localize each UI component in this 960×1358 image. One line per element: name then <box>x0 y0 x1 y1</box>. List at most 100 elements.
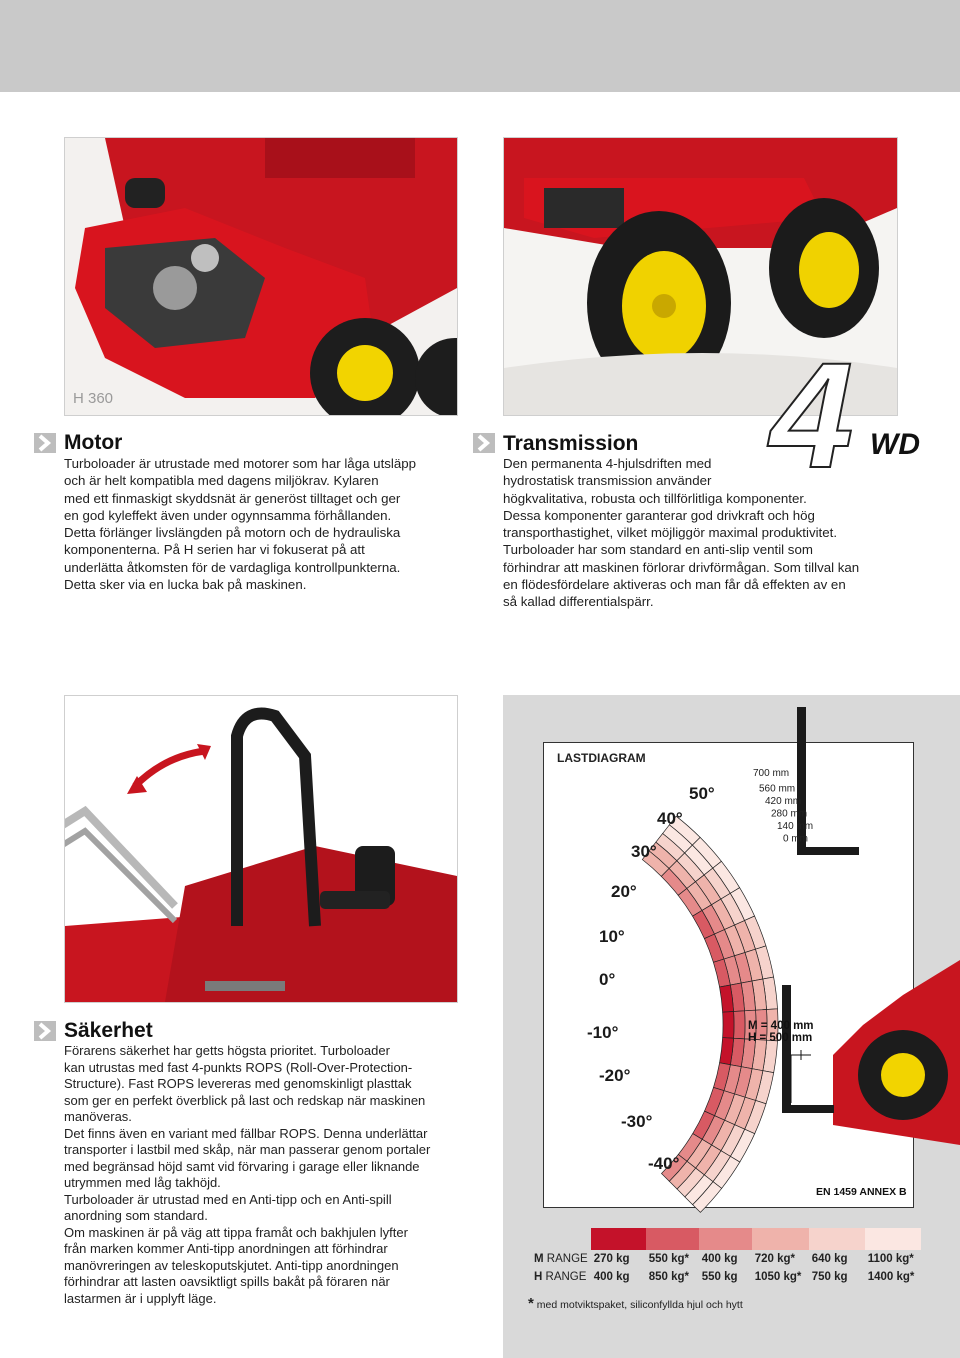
badge-number: 4 <box>769 331 854 499</box>
text-line: hydrostatisk transmission använder <box>503 473 712 489</box>
swatch-color-3 <box>698 1228 752 1250</box>
standard-label: EN 1459 ANNEX B <box>816 1186 907 1198</box>
range-value: 400 kg <box>593 1271 630 1283</box>
motor-body: Turboloader är utrustade med motorer som… <box>64 455 464 593</box>
range-letter: M <box>534 1253 544 1265</box>
range-value: 400 kg <box>701 1253 738 1265</box>
distance-label: 0 mm <box>783 834 808 845</box>
range-value: 640 kg <box>811 1253 848 1265</box>
swatch-color-2 <box>645 1228 699 1250</box>
text-line: Structure). Fast ROPS levereras med geno… <box>64 1076 412 1091</box>
angle-label: 20° <box>611 882 637 901</box>
range-value: 750 kg <box>811 1271 848 1283</box>
text-line: lastarmen är i upplyft läge. <box>64 1290 217 1306</box>
range-value: 720 kg* <box>754 1253 795 1265</box>
rops-photo <box>64 695 458 1003</box>
distance-label: 140 mm <box>777 821 813 832</box>
motor-heading: Motor <box>64 431 123 454</box>
distance-label: 280 mm <box>771 809 807 820</box>
range-row-m: M RANGE 270 kg 550 kg* 400 kg 720 kg* 64… <box>531 1250 921 1268</box>
chevron-right-icon <box>34 433 56 453</box>
text-line: och är helt kompatibla med dagens miljök… <box>64 473 379 489</box>
range-label: H RANGE <box>531 1268 591 1286</box>
chevron-right-icon <box>473 433 495 453</box>
range-label: M RANGE <box>531 1250 591 1268</box>
range-table: M RANGE 270 kg 550 kg* 400 kg 720 kg* 64… <box>531 1228 921 1286</box>
distance-label: 700 mm <box>753 768 789 779</box>
range-value: 550 kg* <box>648 1253 689 1265</box>
load-zone-cell <box>733 1010 746 1040</box>
footnote: * med motviktspaket, siliconfyllda hjul … <box>528 1295 743 1312</box>
text-line: en flödesfördelare aktiveras och man får… <box>503 577 846 593</box>
load-diagram-title: LASTDIAGRAM <box>557 751 646 765</box>
range-letter: H <box>534 1271 543 1283</box>
text-line: en god kyleffekt även under ogynnsamma f… <box>64 507 392 523</box>
chevron-right-icon <box>34 1021 56 1041</box>
range-word: RANGE <box>543 1253 588 1265</box>
text-line: Turboloader har som standard en anti-sli… <box>503 542 813 558</box>
range-value: 550 kg <box>701 1271 738 1283</box>
swatch-color-6 <box>864 1228 921 1250</box>
swatch-color-1 <box>590 1228 646 1250</box>
text-line: förhindrar att lasten oavsiktligt spills… <box>64 1274 390 1289</box>
angle-label: -30° <box>621 1112 653 1131</box>
text-line: underlätta åtkomsten för de vardagliga k… <box>64 559 401 575</box>
text-line: komponenterna. På H serien har vi fokuse… <box>64 542 365 558</box>
text-line: Turboloader är utrustad med en Anti-tipp… <box>64 1191 392 1207</box>
fork-top <box>797 707 859 855</box>
text-line: Turboloader är utrustade med motorer som… <box>64 456 417 471</box>
text-line: som ger en perfekt överblick på last och… <box>64 1092 426 1108</box>
badge-text: WD <box>870 428 920 461</box>
angle-label: -20° <box>599 1066 631 1085</box>
wheels-photo <box>503 137 898 416</box>
text-line: Den permanenta 4-hjulsdriften med <box>503 456 712 471</box>
text-line: Förarens säkerhet har getts högsta prior… <box>64 1043 390 1058</box>
angle-label: 0° <box>599 970 615 989</box>
engine-photo: H 360 <box>64 137 458 416</box>
range-value: 270 kg <box>593 1253 630 1265</box>
angle-label: 10° <box>599 927 625 946</box>
transmission-heading: Transmission <box>503 432 639 455</box>
load-zone-cell <box>660 1154 688 1182</box>
m-value: M = 400 mm <box>748 1020 814 1032</box>
4wd-badge: 4 WD <box>769 339 930 491</box>
dimension-marker <box>790 1050 811 1103</box>
angle-label: -40° <box>648 1154 680 1173</box>
text-line: transporthastighet, vilket möjliggör max… <box>503 525 838 541</box>
sakerhet-body: Förarens säkerhet har getts högsta prior… <box>64 1043 489 1307</box>
text-line: så kallad differentialspärr. <box>503 594 654 610</box>
text-line: Om maskinen är på väg att tippa framåt o… <box>64 1224 408 1240</box>
text-line: kan utrustas med fast 4-punkts ROPS (Rol… <box>64 1059 413 1075</box>
range-value: 1400 kg* <box>867 1271 915 1283</box>
top-band <box>0 0 960 92</box>
angle-label: 50° <box>689 784 715 803</box>
text-line: Det finns även en variant med fällbar RO… <box>64 1125 428 1141</box>
footnote-star: * <box>528 1295 534 1312</box>
h-value: H = 500 mm <box>748 1032 812 1044</box>
range-value: 1050 kg* <box>754 1271 802 1283</box>
text-line: Detta sker via en lucka bak på maskinen. <box>64 577 307 593</box>
footnote-text: med motviktspaket, siliconfyllda hjul oc… <box>536 1299 743 1311</box>
text-line: förhindrar att maskinen förlorar drivför… <box>503 559 860 575</box>
text-line: högkvalitativa, robusta och tillförlitli… <box>503 490 807 506</box>
color-swatch-row <box>531 1228 921 1250</box>
distance-label: 560 mm <box>759 784 795 795</box>
text-line: utrymmen med låg takhöjd. <box>64 1175 221 1190</box>
text-line: anordning som standard. <box>64 1208 208 1223</box>
load-zone-cell <box>722 1011 735 1039</box>
sakerhet-heading: Säkerhet <box>64 1019 153 1042</box>
range-value: 850 kg* <box>648 1271 689 1283</box>
text-line: Detta förlänger livslängden på motorn oc… <box>64 525 401 541</box>
fork-bottom <box>782 985 834 1113</box>
loader-arm-illustration <box>833 960 960 1145</box>
distance-label: 420 mm <box>765 796 801 807</box>
swatch-color-4 <box>751 1228 809 1250</box>
text-line: med ett finmaskigt skyddsnät är generöst… <box>64 490 401 506</box>
range-value: 1100 kg* <box>867 1253 914 1265</box>
text-line: med begränsad höjd samt vid förvaring i … <box>64 1158 420 1174</box>
swatch-color-5 <box>808 1228 865 1250</box>
angle-label: 30° <box>631 842 657 861</box>
text-line: Dessa komponenter garanterar god drivkra… <box>503 507 815 523</box>
range-row-h: H RANGE 400 kg 850 kg* 550 kg 1050 kg* 7… <box>531 1268 921 1286</box>
